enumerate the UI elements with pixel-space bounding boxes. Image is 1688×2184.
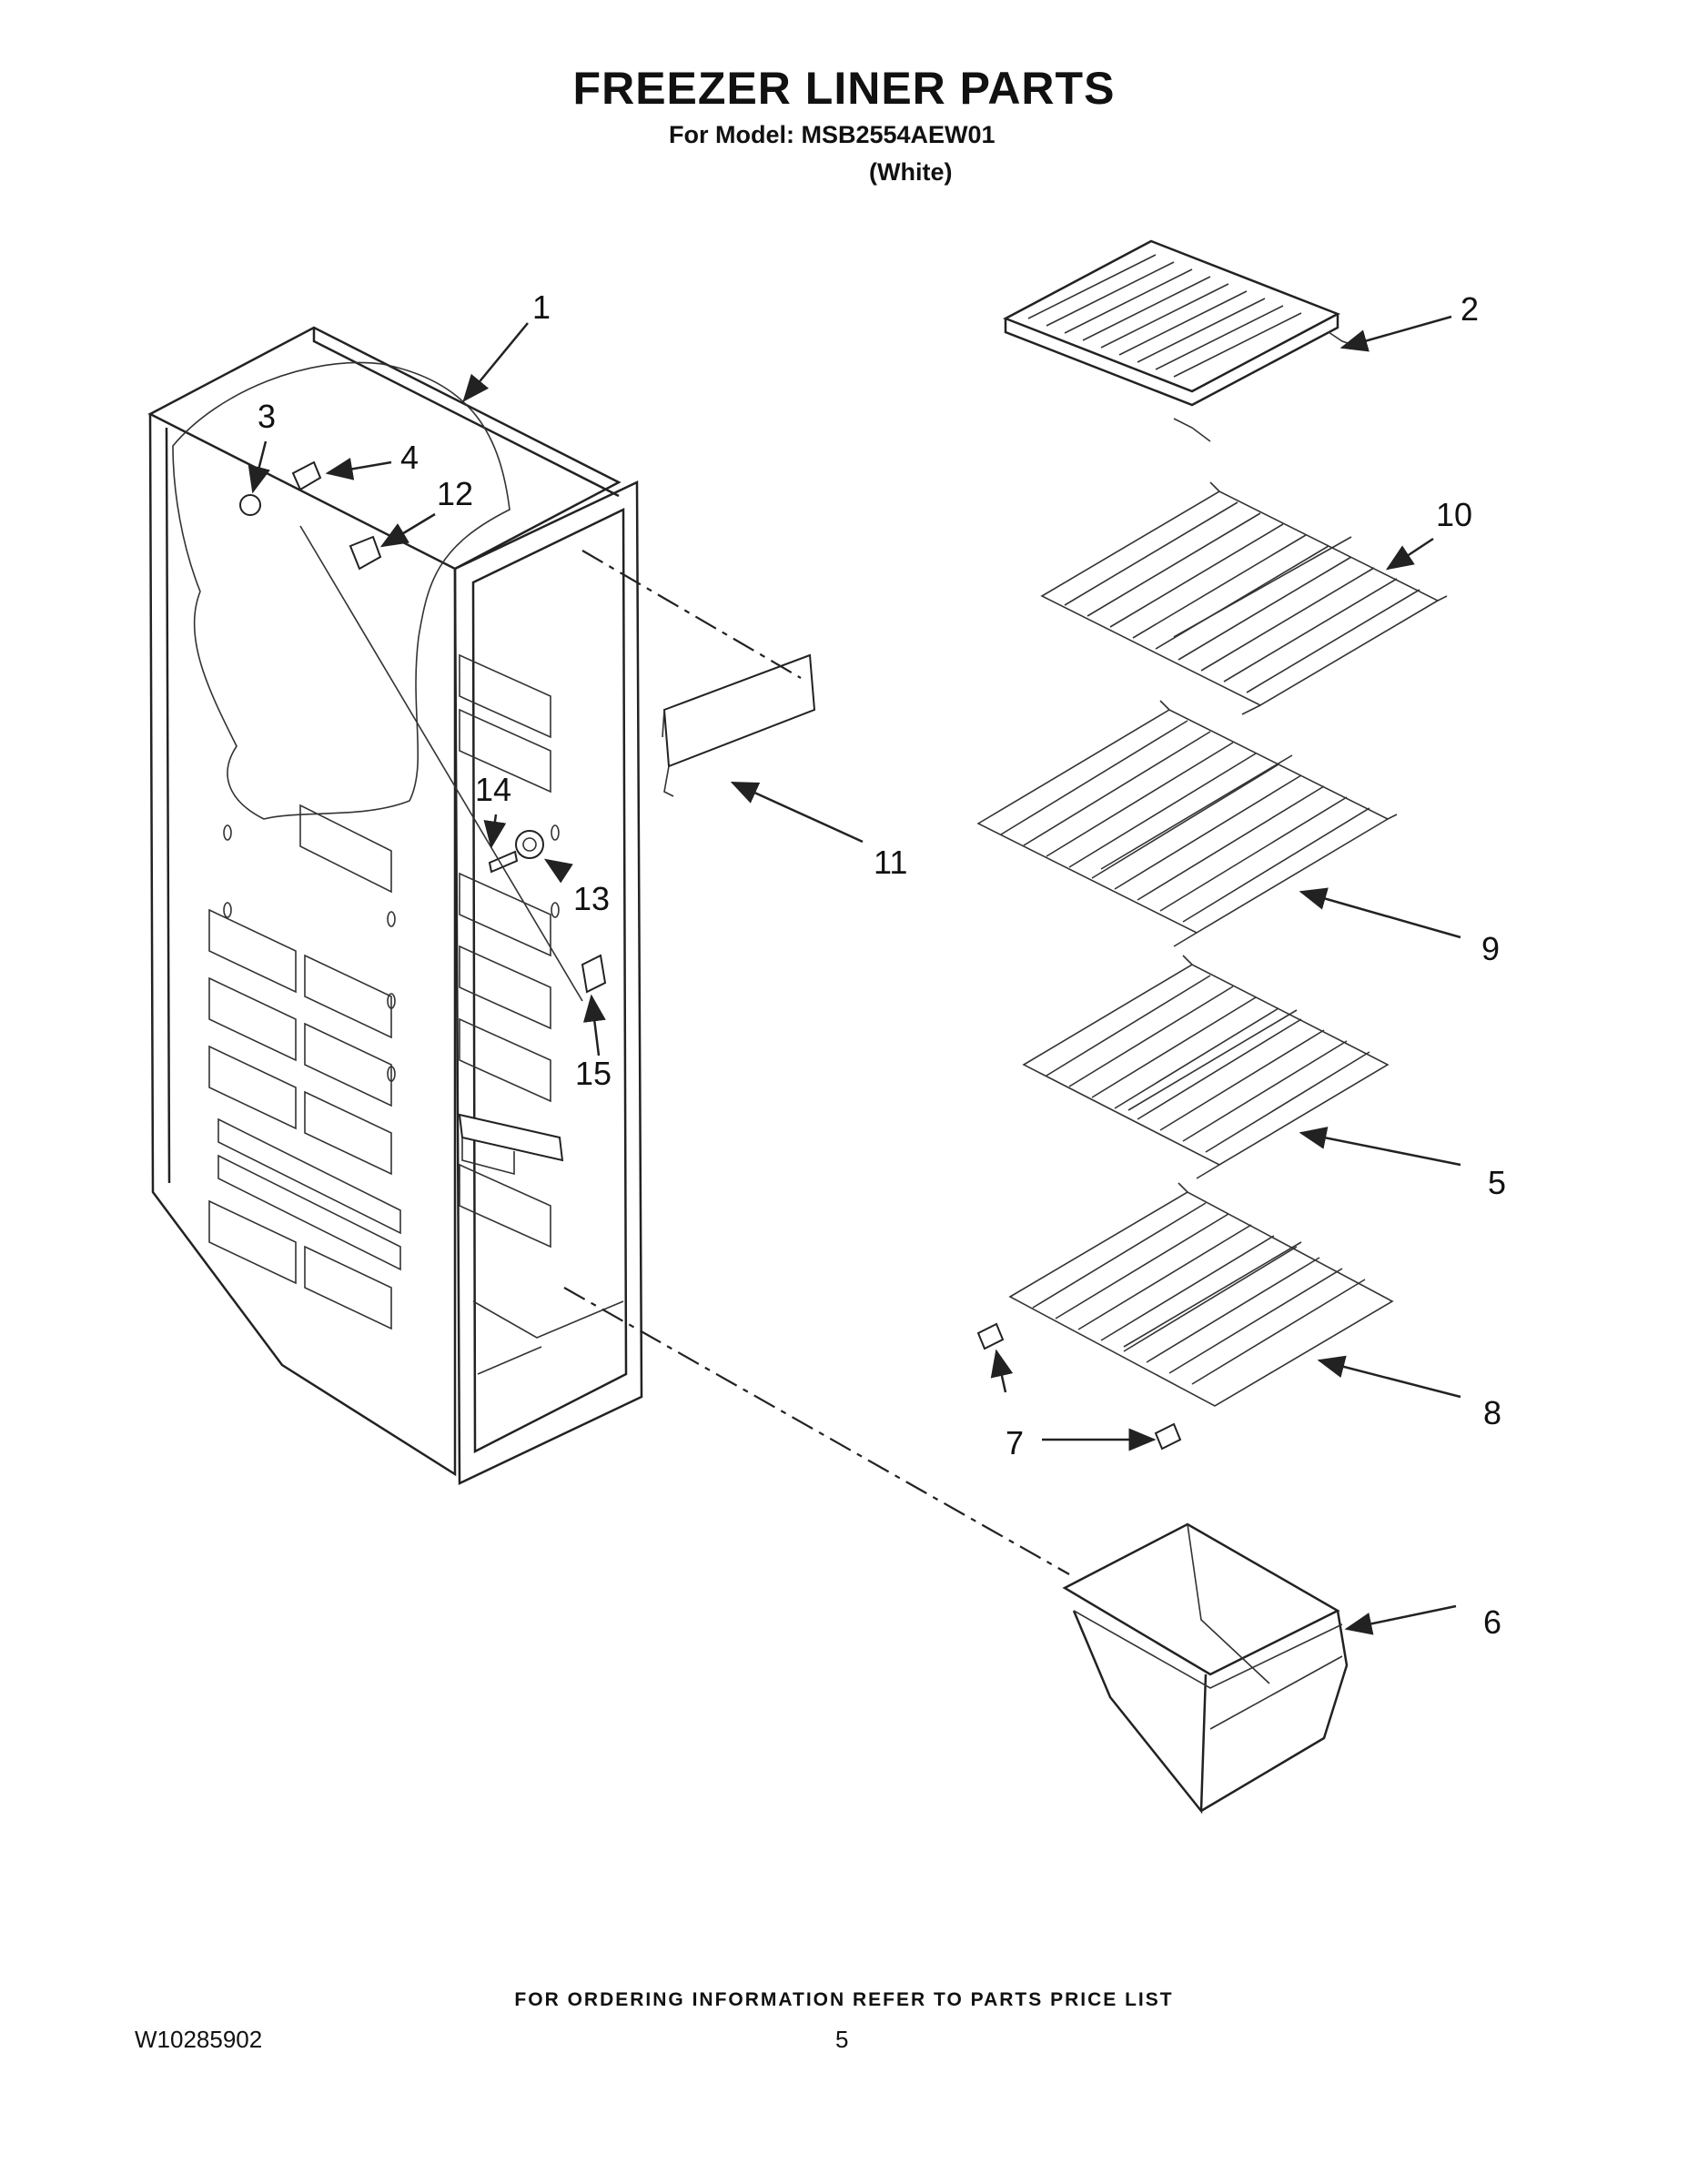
callout-11: 11 [874, 844, 907, 881]
light-bulb-part [239, 494, 261, 516]
callout-9: 9 [1481, 930, 1500, 967]
document-number: W10285902 [135, 2026, 263, 2053]
light-socket-part [291, 460, 322, 491]
shelf-support-screw-part [488, 830, 544, 874]
shelf-support-part [976, 1322, 1182, 1451]
callout-2: 2 [1461, 290, 1479, 328]
model-line: For Model: MSB2554AEW01 [669, 121, 996, 148]
freezer-bin-part [1062, 1522, 1349, 1815]
bracket-part [662, 653, 816, 797]
callout-12: 12 [437, 475, 473, 512]
page-number: 5 [835, 2026, 849, 2053]
wire-shelf-part-8 [1008, 1182, 1394, 1407]
callout-4: 4 [400, 439, 419, 476]
freezer-liner-part [147, 326, 643, 1485]
light-switch-part [349, 535, 382, 571]
callout-8: 8 [1483, 1394, 1501, 1431]
color-variant: (White) [869, 158, 953, 186]
wire-shelf-part-9 [976, 700, 1398, 947]
page-title: FREEZER LINER PARTS [572, 63, 1116, 114]
leader-arrows [248, 315, 1461, 1635]
callout-13: 13 [573, 880, 610, 917]
wire-shelf-part-10 [1040, 481, 1448, 715]
thermostat-part [581, 954, 607, 994]
callout-10: 10 [1436, 496, 1472, 533]
callout-3: 3 [258, 398, 276, 435]
callout-15: 15 [575, 1055, 612, 1092]
top-shelf-tray-part [1003, 239, 1357, 442]
callout-14: 14 [475, 771, 511, 808]
callout-1: 1 [532, 288, 551, 326]
ordering-note: FOR ORDERING INFORMATION REFER TO PARTS … [514, 1989, 1174, 2010]
callout-6: 6 [1483, 1603, 1501, 1641]
callout-7: 7 [1006, 1424, 1024, 1461]
callout-5: 5 [1488, 1164, 1506, 1201]
wire-shelf-part-5 [1022, 955, 1390, 1179]
